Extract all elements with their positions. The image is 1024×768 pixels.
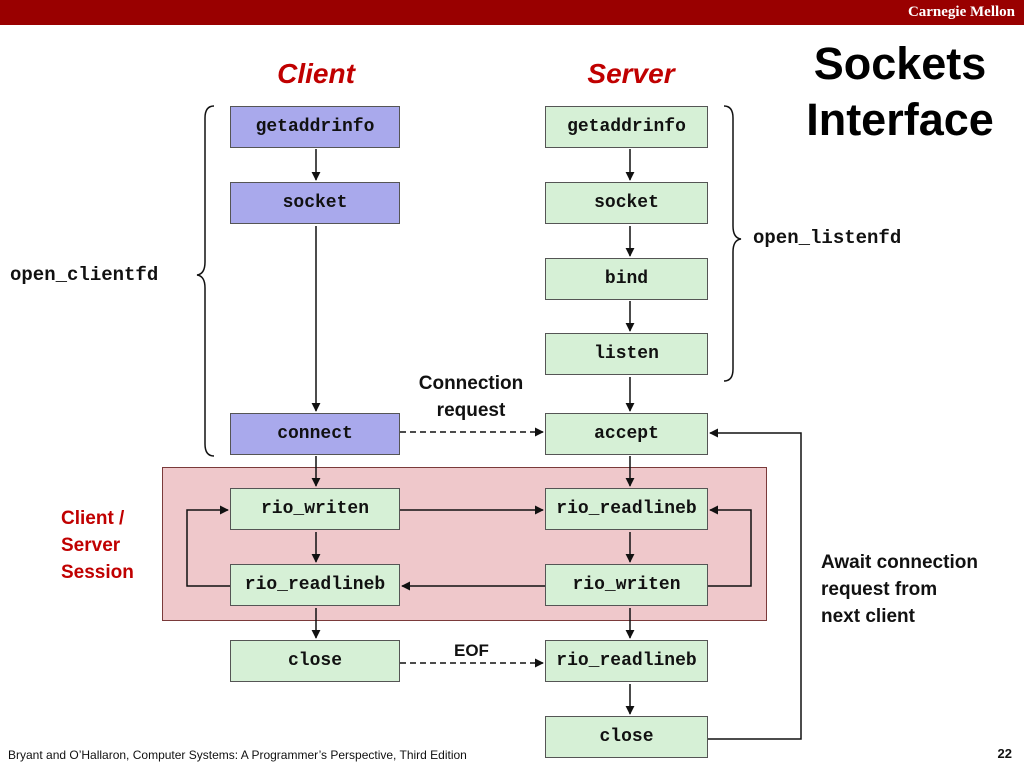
await-line-3: next client [821, 606, 915, 627]
client-connect-box: connect [230, 413, 400, 455]
server-getaddrinfo-box: getaddrinfo [545, 106, 708, 148]
brace-open-clientfd [196, 105, 215, 457]
client-getaddrinfo-box: getaddrinfo [230, 106, 400, 148]
session-note: Client / Server Session [61, 505, 134, 586]
arrow-client-loop [186, 505, 230, 587]
open-clientfd-label: open_clientfd [10, 264, 159, 286]
client-close-box: close [230, 640, 400, 682]
await-line-2: request from [821, 579, 938, 600]
server-rio-readlineb-box: rio_readlineb [545, 488, 708, 530]
server-accept-box: accept [545, 413, 708, 455]
open-listenfd-label: open_listenfd [753, 227, 902, 249]
connection-request-line-1: Connection [418, 373, 524, 394]
title-line-2: Interface [806, 94, 994, 145]
brand-label: Carnegie Mellon [907, 4, 1015, 20]
page-number: 22 [997, 746, 1012, 761]
top-bar: Carnegie Mellon [0, 0, 1024, 25]
client-rio-writen-box: rio_writen [230, 488, 400, 530]
server-rio-readlineb-eof-box: rio_readlineb [545, 640, 708, 682]
session-line-3: Session [61, 562, 134, 583]
server-listen-box: listen [545, 333, 708, 375]
server-bind-box: bind [545, 258, 708, 300]
server-heading: Server [587, 58, 675, 89]
footer-citation: Bryant and O’Hallaron, Computer Systems:… [8, 748, 467, 762]
server-rio-writen-box: rio_writen [545, 564, 708, 606]
client-heading: Client [277, 58, 355, 89]
session-line-2: Server [61, 535, 121, 556]
connection-request-note: Connection request [410, 370, 532, 424]
server-socket-box: socket [545, 182, 708, 224]
await-note: Await connection request from next clien… [821, 549, 978, 630]
slide-title: Sockets Interface [790, 36, 1010, 148]
eof-label: EOF [454, 641, 489, 660]
server-close-box: close [545, 716, 708, 758]
session-line-1: Client / [61, 508, 125, 529]
connection-request-line-2: request [436, 400, 506, 421]
title-line-1: Sockets [813, 38, 987, 89]
client-socket-box: socket [230, 182, 400, 224]
brace-open-listenfd [723, 105, 742, 382]
arrow-server-loop [708, 505, 752, 587]
client-rio-readlineb-box: rio_readlineb [230, 564, 400, 606]
arrow-await-next-client [708, 428, 802, 740]
await-line-1: Await connection [821, 552, 978, 573]
